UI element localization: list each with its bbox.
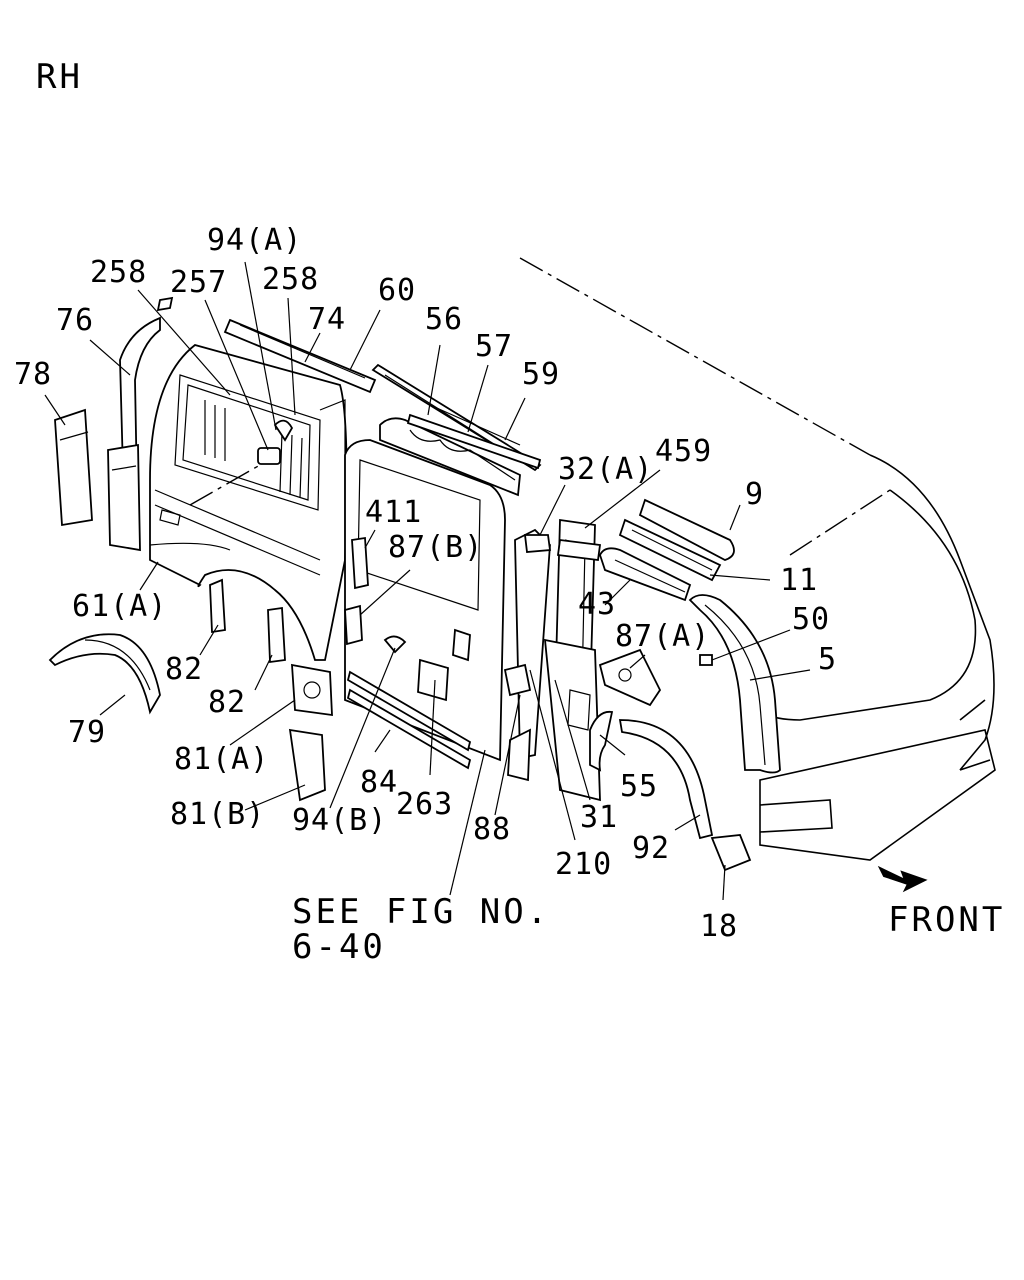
callout-210: 210 [555, 847, 613, 882]
callout-32a: 32(A) [558, 452, 654, 487]
leader-lines [44, 261, 811, 901]
rear-quarter-panel [149, 344, 348, 661]
callout-94a: 94(A) [207, 223, 303, 258]
callout-88: 88 [473, 812, 512, 847]
rear-wheel-arch-parts [48, 633, 161, 715]
callout-87b: 87(B) [388, 530, 484, 565]
callout-61a: 61(A) [72, 589, 168, 624]
callout-56: 56 [425, 302, 464, 337]
callout-94b: 94(B) [292, 803, 388, 838]
reference-note-line2: 6-40 [292, 927, 386, 967]
bracket-87a [598, 648, 662, 707]
callout-87a: 87(A) [615, 619, 711, 654]
callout-78: 78 [14, 357, 53, 392]
callout-9: 9 [745, 477, 765, 512]
callout-263: 263 [396, 787, 454, 822]
callout-76: 76 [56, 303, 95, 338]
callout-257: 257 [170, 265, 228, 300]
front-pillar-parts [688, 594, 781, 774]
callout-57: 57 [475, 329, 514, 364]
direction-label: FRONT [888, 900, 1006, 940]
callout-258-right: 258 [262, 262, 320, 297]
callout-84: 84 [360, 765, 399, 800]
front-rail-parts [599, 498, 735, 602]
lower-brace-parts [209, 578, 333, 802]
callout-59: 59 [522, 357, 561, 392]
callout-60: 60 [378, 273, 417, 308]
callout-258-left: 258 [90, 255, 148, 290]
slide-door-panel [344, 439, 506, 770]
center-pillar-parts [503, 518, 602, 802]
callout-11: 11 [780, 563, 819, 598]
callout-81b: 81(B) [170, 797, 266, 832]
callout-81a: 81(A) [174, 742, 270, 777]
callout-55: 55 [620, 769, 659, 804]
callout-31: 31 [580, 800, 619, 835]
callout-50: 50 [792, 602, 831, 637]
door-rail-parts [379, 404, 542, 497]
callout-43: 43 [578, 587, 617, 622]
callout-79: 79 [68, 715, 107, 750]
vehicle-body-outline [519, 257, 996, 861]
callout-18: 18 [700, 909, 739, 944]
callout-92: 92 [632, 831, 671, 866]
callout-74: 74 [308, 302, 347, 337]
callout-5: 5 [818, 642, 838, 677]
corner-label: RH [36, 57, 83, 97]
callout-459: 459 [655, 434, 713, 469]
reference-note-line1: SEE FIG NO. [292, 892, 551, 932]
front-arrow-icon [877, 865, 928, 893]
callout-82-bottom: 82 [208, 685, 247, 720]
callout-411: 411 [365, 495, 423, 530]
front-wheel-arch-parts [589, 710, 752, 872]
callout-82-top: 82 [165, 652, 204, 687]
